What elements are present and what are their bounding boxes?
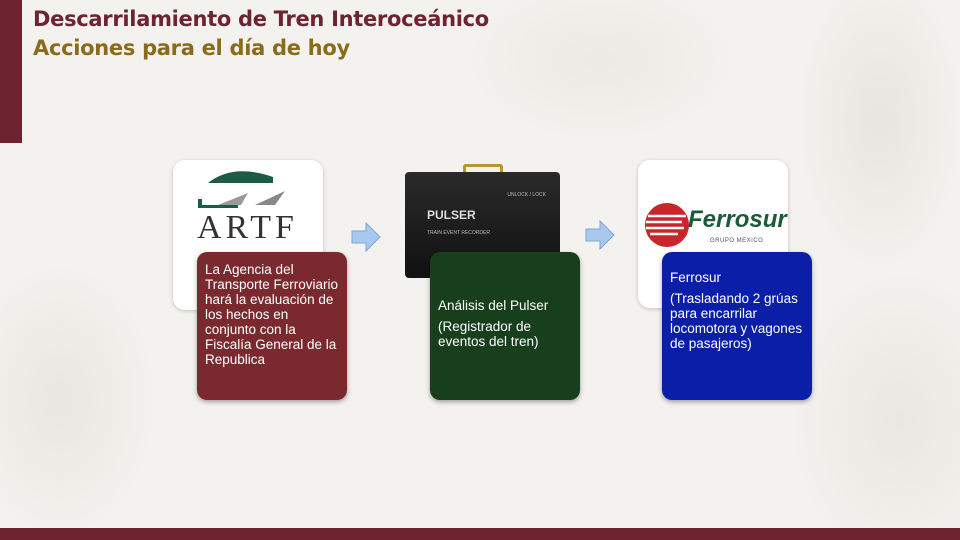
artf-logo-card: ARTF — [173, 160, 323, 310]
sidebar-accent — [0, 0, 22, 143]
ferrosur-logo-text: Ferrosur — [688, 206, 787, 233]
step-text: (Trasladando 2 grúas para encarrilar loc… — [670, 291, 803, 351]
pulser-sublabel: TRAIN EVENT RECORDER — [427, 230, 490, 236]
artf-logo-text: ARTF — [197, 209, 298, 246]
step-heading: Análisis del Pulser — [438, 298, 549, 313]
slide-subtitle: Acciones para el día de hoy — [33, 36, 350, 60]
pulser-lock-label: UNLOCK / LOCK — [507, 192, 546, 198]
arrow-right-icon — [585, 219, 615, 251]
step-text: La Agencia del Transporte Ferroviario ha… — [205, 262, 339, 367]
artf-step-box: La Agencia del Transporte Ferroviario ha… — [197, 252, 347, 400]
ferrosur-step-box: Ferrosur (Trasladando 2 grúas para encar… — [662, 252, 812, 400]
artf-logo-icon — [198, 171, 285, 208]
slide-title: Descarrilamiento de Tren Interoceánico — [33, 7, 489, 31]
ferrosur-logo-icon — [645, 203, 689, 247]
pulser-label: PULSER — [427, 208, 476, 222]
ferrosur-logo-subtext: GRUPO MEXICO — [710, 238, 764, 244]
pulser-step-box: Análisis del Pulser (Registrador de even… — [430, 252, 580, 400]
pulser-handle — [463, 164, 503, 176]
bottom-band — [0, 528, 960, 540]
step-text: (Registrador de eventos del tren) — [438, 319, 539, 349]
step-heading: Ferrosur — [670, 270, 722, 285]
arrow-right-icon — [351, 221, 381, 253]
